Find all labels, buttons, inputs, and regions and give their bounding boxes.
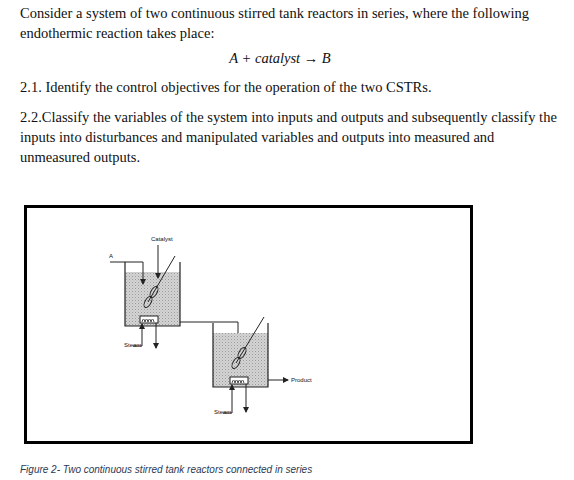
question-text: 2.2.Classify the variables of the system… (20, 107, 565, 167)
stream-label: Product (291, 377, 312, 384)
figure-caption: Figure 2- Two continuous stirred tank re… (20, 464, 312, 475)
problem-text: Consider a system of two continuous stir… (20, 3, 560, 43)
reaction-equation: A + catalyst → B (20, 48, 540, 68)
reactor-tank (110, 245, 180, 348)
stream-label: Steam (214, 409, 231, 416)
question-text: 2.1. Identify the control objectives for… (20, 77, 560, 97)
stream-label: A (109, 253, 113, 260)
stream-label: Steam (124, 342, 141, 349)
reactor-tank (213, 317, 288, 413)
stream-label: Catalyst (151, 236, 173, 243)
